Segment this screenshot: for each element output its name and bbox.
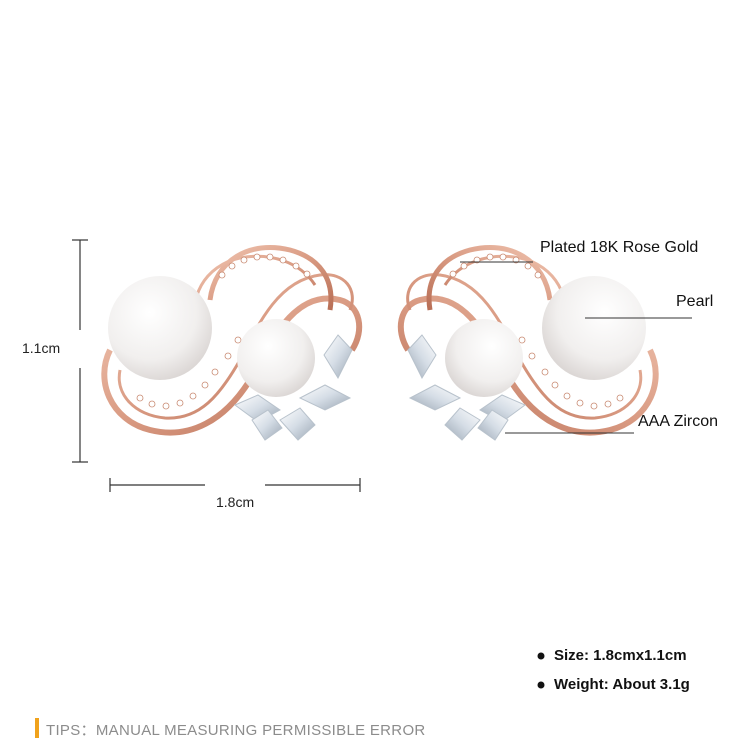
size-spec: Size: 1.8cmx1.1cm: [554, 647, 687, 664]
pearl-large-left: [108, 276, 212, 380]
width-label: 1.8cm: [216, 494, 255, 510]
weight-bullet: [537, 681, 545, 689]
pearl-large-right: [542, 276, 646, 380]
zircon-callout: AAA Zircon: [638, 413, 719, 430]
plating-callout: Plated 18K Rose Gold: [540, 239, 699, 256]
pearl-small-right: [445, 319, 523, 397]
weight-spec: Weight: About 3.1g: [554, 676, 690, 693]
tips-accent-bar: [35, 718, 39, 738]
size-bullet: [537, 652, 545, 660]
right-earring: [397, 244, 659, 441]
pearl-small-left: [237, 319, 315, 397]
height-label: 1.1cm: [22, 340, 61, 356]
height-dimension: [72, 239, 88, 463]
width-dimension: [109, 478, 361, 492]
left-earring: [101, 244, 363, 441]
pearl-callout: Pearl: [676, 293, 714, 310]
tips-text: TIPS：MANUAL MEASURING PERMISSIBLE ERROR: [46, 722, 426, 739]
zircon-cluster-left: [234, 334, 353, 441]
zircon-cluster-right: [407, 334, 526, 441]
callout-leaders: [460, 261, 692, 434]
